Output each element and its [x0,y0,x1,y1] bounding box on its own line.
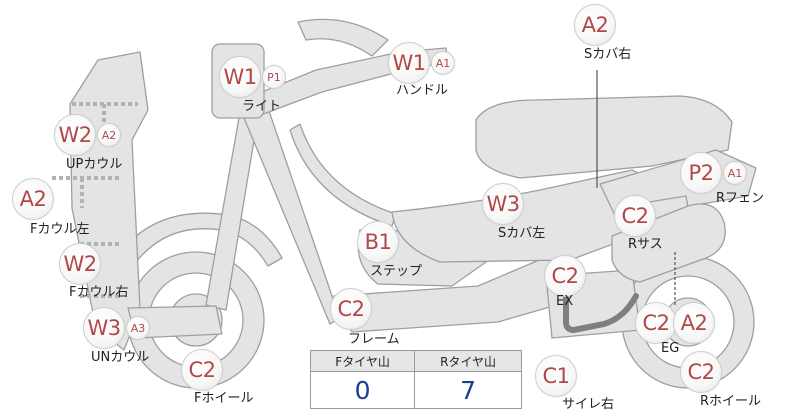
code-badge: C2 [330,288,372,330]
part-label: Rサス [628,237,663,252]
code-badge: W2 [54,114,96,156]
tag-r-suspension[interactable]: C2 [614,195,656,237]
tag-light[interactable]: W1 P1 [219,56,286,98]
part-label: Fホイール [194,391,254,406]
code-badge: C1 [535,355,577,397]
part-label: UPカウル [66,157,123,172]
code-badge: C2 [680,351,722,393]
code-badge: C2 [544,255,586,297]
code-badge: A2 [12,178,54,220]
tag-step[interactable]: B1 [357,221,399,263]
tag-exhaust[interactable]: C2 [544,255,586,297]
muffler-shape [611,203,726,283]
code-badge: B1 [357,221,399,263]
part-label: フレーム [348,332,400,347]
code-badge: W3 [83,307,125,349]
part-label: Rホイール [700,394,762,409]
code-badge: W3 [482,183,524,225]
side-cover-shape [391,169,661,263]
tag-handle[interactable]: W1 A1 [388,42,455,84]
part-label: Fカウル左 [30,222,90,237]
code-badge: C2 [614,195,656,237]
tyre-tread-table: Fタイヤ山 Rタイヤ山 0 7 [309,350,522,409]
code-badge: A3 [126,316,150,340]
code-badge: A1 [431,51,455,75]
rear-tyre-value: 7 [414,371,522,409]
tag-frame[interactable]: C2 [330,288,372,330]
front-tyre-value: 0 [309,371,416,409]
front-fender-shape [121,212,283,267]
part-label: EX [556,294,574,309]
tag-s-cover-right[interactable]: A2 [574,4,616,46]
exhaust-pipe-shape [563,289,639,334]
part-label: Fカウル右 [69,285,129,300]
code-badge: W1 [219,56,261,98]
code-badge: C2 [181,349,223,391]
part-label: Rフェン [716,191,765,206]
part-label: Sカバ左 [498,226,546,241]
front-tyre-header: Fタイヤ山 [309,350,416,372]
part-label: Sカバ右 [584,47,632,62]
tag-up-cowl[interactable]: W2 A2 [54,114,121,156]
code-badge: A2 [673,302,715,344]
code-badge: W1 [388,42,430,84]
tag-s-cover-left[interactable]: W3 [482,183,524,225]
leg-shield-top-shape [297,18,389,57]
tag-f-cowl-right[interactable]: W2 [59,243,101,285]
part-label: サイレ右 [562,397,615,412]
tag-r-wheel[interactable]: C2 [680,351,722,393]
code-badge: C2 [635,302,677,344]
code-badge: A2 [97,123,121,147]
part-label: UNカウル [91,350,150,365]
code-badge: A2 [574,4,616,46]
tag-engine[interactable]: C2 A2 [635,302,715,344]
tag-f-wheel[interactable]: C2 [181,349,223,391]
tag-r-fender[interactable]: P2 A1 [680,152,747,194]
code-badge: P2 [680,152,722,194]
part-label: ステップ [370,264,423,279]
code-badge: A1 [723,161,747,185]
part-label: ライト [242,99,282,114]
part-label: ハンドル [396,83,449,98]
part-label: EG [661,341,680,356]
code-badge: W2 [59,243,101,285]
tag-muffler-right[interactable]: C1 [535,355,577,397]
seat-shape [475,95,733,179]
tag-un-cowl[interactable]: W3 A3 [83,307,150,349]
tag-f-cowl-left[interactable]: A2 [12,178,54,220]
code-badge: P1 [262,65,286,89]
rear-tyre-header: Rタイヤ山 [414,350,522,372]
